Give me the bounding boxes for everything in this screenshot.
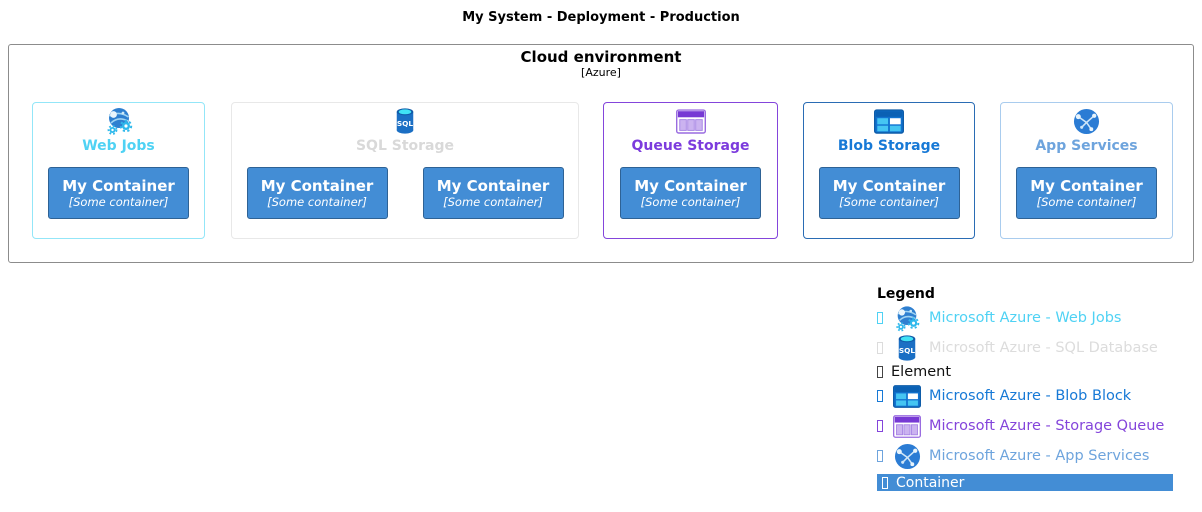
missing-glyph-icon <box>877 390 883 402</box>
legend-item-web-jobs: Microsoft Azure - Web Jobs <box>877 303 1173 333</box>
deployment-node-label: Blob Storage <box>837 138 941 154</box>
missing-glyph-icon <box>877 312 883 324</box>
container-subtitle: [Some container] <box>640 195 741 209</box>
legend-item-app-services: Microsoft Azure - App Services <box>877 441 1173 471</box>
svg-text:SQL: SQL <box>397 119 414 128</box>
container-my-container[interactable]: My Container [Some container] <box>246 167 388 219</box>
missing-glyph-icon <box>877 450 883 462</box>
container-subtitle: [Some container] <box>443 195 543 209</box>
diagram-title: My System - Deployment - Production <box>462 10 740 25</box>
legend-title: Legend <box>877 286 935 302</box>
legend-item-sql-database: SQL Microsoft Azure - SQL Database <box>877 333 1173 363</box>
container-subtitle: [Some container] <box>1036 195 1137 209</box>
container-title: My Container <box>62 177 175 195</box>
container-subtitle: [Some container] <box>839 195 939 209</box>
deployment-node-blob-storage[interactable]: Blob Storage My Container [Some containe… <box>803 102 975 239</box>
legend-item-blob-block: Microsoft Azure - Blob Block <box>877 381 1173 411</box>
container-my-container[interactable]: My Container [Some container] <box>48 167 189 219</box>
container-title: My Container <box>634 177 747 195</box>
azure-storage-queue-icon <box>675 107 706 135</box>
container-title: My Container <box>260 177 374 195</box>
legend-item-storage-queue: Microsoft Azure - Storage Queue <box>877 411 1173 441</box>
container-my-container[interactable]: My Container [Some container] <box>422 167 564 219</box>
deployment-node-label: Queue Storage <box>631 138 750 154</box>
azure-sql-database-icon: SQL <box>893 334 921 362</box>
azure-app-services-icon <box>893 443 921 470</box>
azure-storage-queue-icon <box>893 414 921 438</box>
container-title: My Container <box>436 177 550 195</box>
boundary-subtitle: [Azure] <box>581 66 621 79</box>
missing-glyph-icon <box>882 476 888 489</box>
container-subtitle: [Some container] <box>267 195 367 209</box>
azure-web-jobs-icon <box>104 107 134 135</box>
legend-item-element: Element <box>877 363 1173 381</box>
container-title: My Container <box>1030 177 1143 195</box>
legend-label: Microsoft Azure - Blob Block <box>929 388 1132 404</box>
deployment-node-web-jobs[interactable]: Web Jobs My Container [Some container] <box>32 102 205 239</box>
deployment-node-label: SQL Storage <box>355 138 455 154</box>
deployment-node-label: Web Jobs <box>82 138 155 154</box>
azure-blob-block-icon <box>874 107 904 135</box>
svg-text:SQL: SQL <box>899 346 916 355</box>
legend-label: Microsoft Azure - SQL Database <box>929 340 1158 356</box>
deployment-node-sql-storage[interactable]: SQL SQL Storage My Container [Some conta… <box>231 102 579 239</box>
boundary-title: Cloud environment <box>520 48 682 66</box>
azure-sql-database-icon: SQL <box>394 107 416 135</box>
deployment-node-queue-storage[interactable]: Queue Storage My Container [Some contain… <box>603 102 778 239</box>
missing-glyph-icon <box>877 366 883 378</box>
missing-glyph-icon <box>877 420 883 432</box>
legend-label: Container <box>896 474 965 491</box>
container-my-container[interactable]: My Container [Some container] <box>1016 167 1157 219</box>
deployment-node-label: App Services <box>1035 138 1138 154</box>
legend-label: Microsoft Azure - Storage Queue <box>929 418 1165 434</box>
azure-web-jobs-icon <box>893 305 921 332</box>
container-title: My Container <box>832 177 946 195</box>
legend: Legend Microsoft Azure - Web <box>877 286 1173 491</box>
container-subtitle: [Some container] <box>68 195 169 209</box>
container-my-container[interactable]: My Container [Some container] <box>620 167 761 219</box>
legend-item-container: Container <box>877 474 1173 491</box>
container-my-container[interactable]: My Container [Some container] <box>818 167 960 219</box>
missing-glyph-icon <box>877 342 883 354</box>
deployment-node-app-services[interactable]: App Services My Container [Some containe… <box>1000 102 1173 239</box>
legend-label: Microsoft Azure - App Services <box>929 448 1150 464</box>
legend-label: Microsoft Azure - Web Jobs <box>929 310 1122 326</box>
legend-label: Element <box>891 364 952 380</box>
cloud-environment-boundary[interactable]: Cloud environment [Azure] <box>8 44 1194 263</box>
azure-blob-block-icon <box>893 384 921 408</box>
azure-app-services-icon <box>1073 107 1100 135</box>
